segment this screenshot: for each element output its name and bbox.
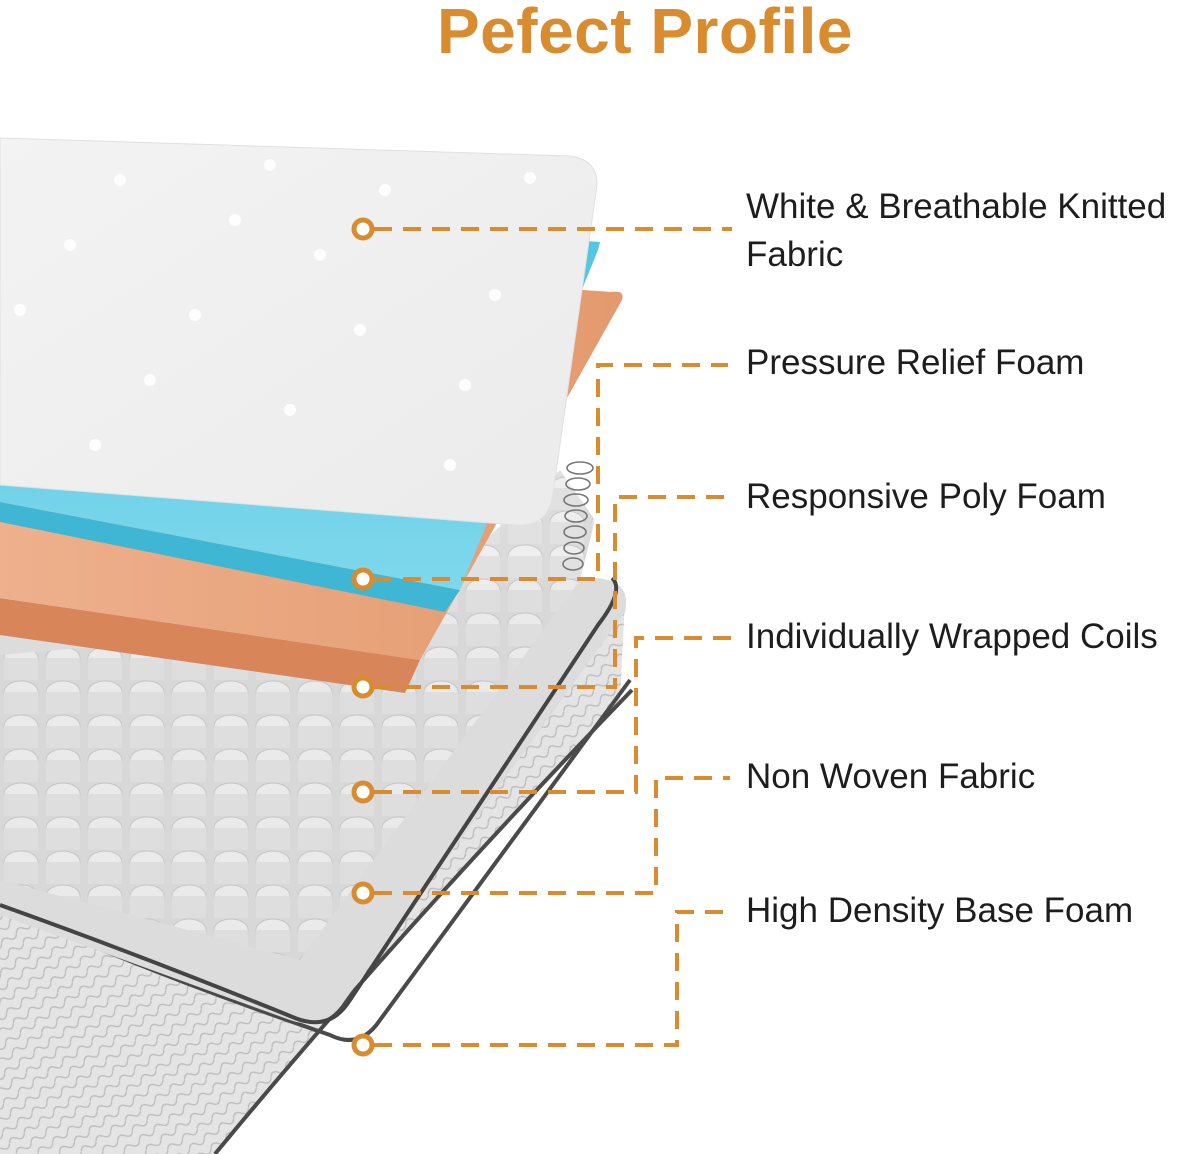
callout-dot-icon (351, 1033, 375, 1057)
label-knitted-fabric: White & Breathable Knitted Fabric (746, 183, 1166, 279)
page-title: Pefect Profile (436, 0, 854, 67)
label-non-woven-fabric: Non Woven Fabric (746, 757, 1036, 796)
callout-dot-icon (351, 675, 375, 699)
leader-line-base-foam (374, 910, 730, 1047)
leader-line-responsive-poly-foam (374, 495, 732, 689)
callout-dot-icon (351, 780, 375, 804)
leader-line-pressure-relief-foam (374, 363, 728, 581)
leader-lines (374, 227, 732, 1047)
label-knitted-fabric-line1: White & Breathable Knitted (746, 187, 1167, 226)
callout-dot-icon (351, 217, 375, 241)
label-base-foam: High Density Base Foam (746, 891, 1134, 930)
label-pressure-relief-foam: Pressure Relief Foam (746, 343, 1085, 382)
label-wrapped-coils: Individually Wrapped Coils (746, 617, 1158, 656)
callout-markers (351, 217, 375, 1057)
label-responsive-poly-foam: Responsive Poly Foam (746, 477, 1106, 516)
callout-dot-icon (351, 881, 375, 905)
leader-line-wrapped-coils (374, 636, 732, 794)
callout-dot-icon (351, 567, 375, 591)
knitted-fabric-layer (0, 137, 598, 526)
label-knitted-fabric-line2: Fabric (746, 235, 844, 274)
spring-icon (562, 461, 594, 571)
